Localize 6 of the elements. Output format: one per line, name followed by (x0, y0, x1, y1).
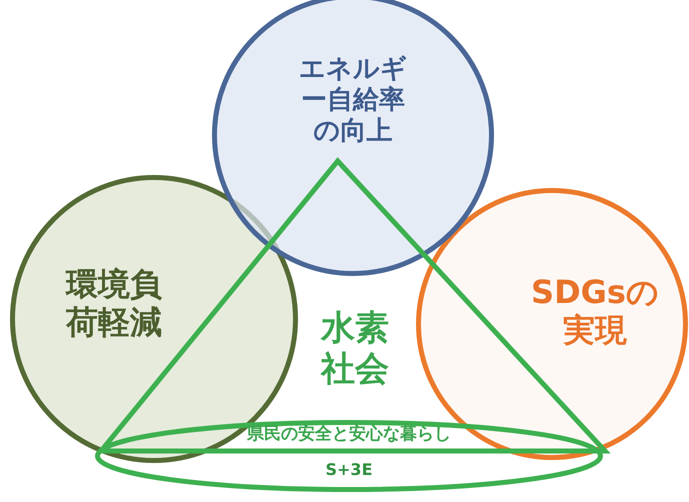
circle-label: 環境負荷軽減 (64, 265, 163, 342)
circle-label: エネルギー自給率の向上 (298, 54, 408, 148)
circle-label: SDGsの実現 (530, 273, 660, 350)
ellipse-label: S+3E (324, 460, 374, 480)
ellipse-label: 県民の安全と安心な暮らし (246, 424, 452, 444)
triangle-label: 水素社会 (319, 308, 390, 390)
